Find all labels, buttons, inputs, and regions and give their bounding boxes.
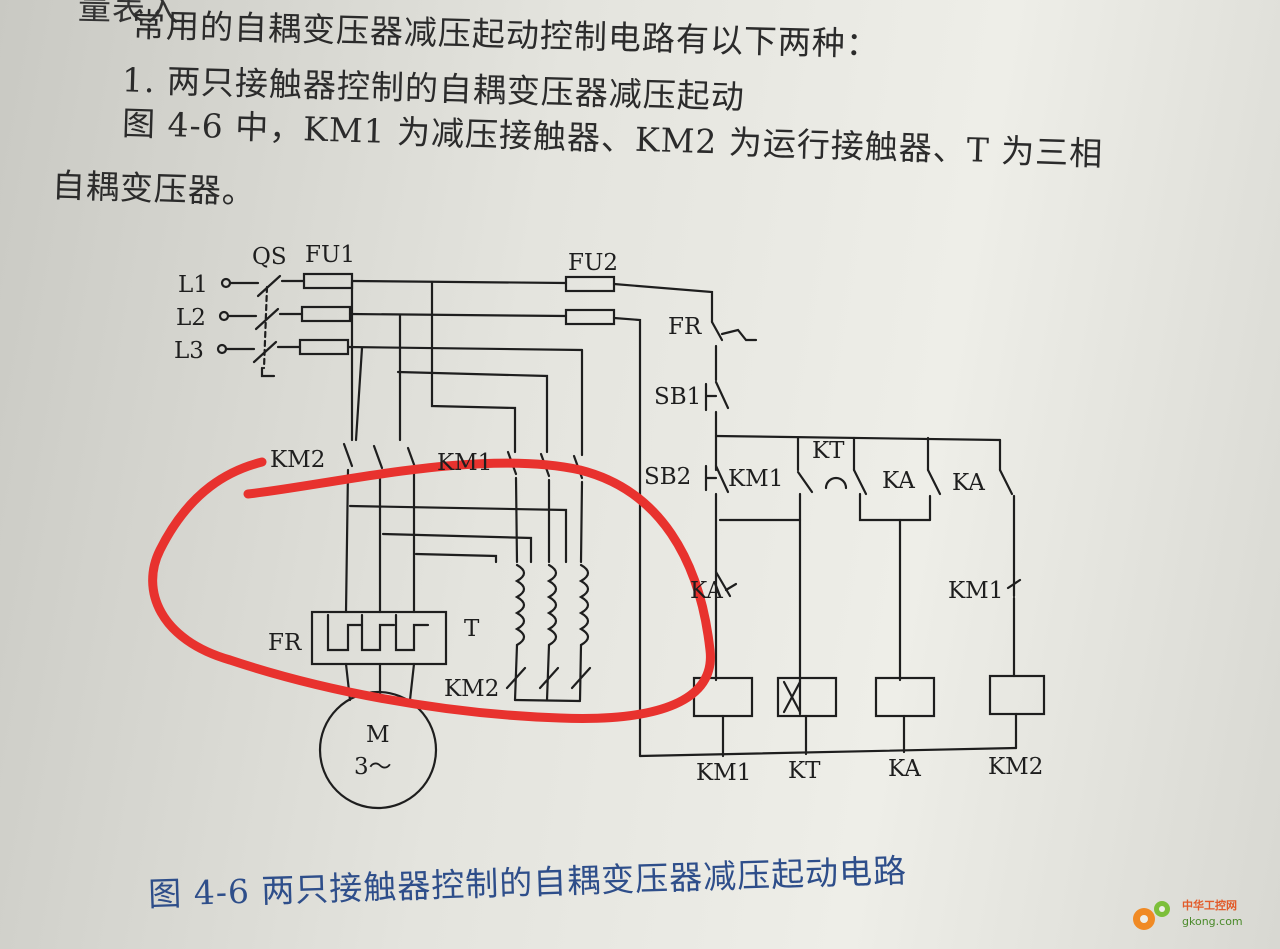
label-coil-ka: KA	[888, 756, 921, 782]
qs-blade-2	[254, 307, 280, 331]
fu1-fuse-3	[298, 338, 350, 356]
label-km2-lower: KM2	[444, 676, 499, 702]
fu2-fuse-2	[564, 308, 616, 326]
label-km2-main: KM2	[270, 447, 325, 473]
watermark-text-cn: 中华工控网	[1182, 899, 1237, 912]
red-circle-annotation	[148, 457, 715, 723]
label-km1-aux: KM1	[728, 466, 783, 492]
label-l2: L2	[176, 305, 206, 331]
label-l1: L1	[178, 272, 208, 298]
coil-km2	[988, 674, 1046, 716]
label-ka-contact-2: KA	[952, 470, 985, 496]
watermark-text-url: gkong.com	[1182, 915, 1243, 928]
label-km1-main: KM1	[437, 450, 492, 476]
terminal-l1	[220, 277, 232, 289]
label-sb2: SB2	[644, 464, 691, 490]
fu2-fuse-1	[564, 275, 616, 293]
transformer-coil-1	[514, 563, 526, 647]
label-fr-relay: FR	[268, 630, 302, 656]
transformer-coil-2	[546, 563, 558, 647]
coil-ka	[874, 676, 936, 718]
label-coil-km1: KM1	[696, 760, 751, 786]
terminal-l2	[218, 310, 230, 322]
transformer-coil-3	[578, 563, 590, 647]
label-ka-nc: KA	[690, 578, 723, 604]
label-fr-control: FR	[668, 314, 702, 340]
label-transformer: T	[464, 616, 480, 642]
fu1-fuse-1	[302, 272, 354, 290]
label-sb1: SB1	[654, 384, 701, 410]
label-fu1: FU1	[305, 242, 355, 268]
qs-blade-1	[256, 274, 282, 298]
terminal-l3	[216, 343, 228, 355]
label-kt-contact: KT	[812, 438, 845, 464]
label-ka-contact-1: KA	[882, 468, 915, 494]
label-l3: L3	[174, 338, 204, 364]
label-coil-km2: KM2	[988, 754, 1043, 780]
motor-circle	[318, 690, 438, 810]
watermark-logo: 中华工控网 gkong.com	[1126, 895, 1266, 937]
label-motor-3phase: 3～	[354, 754, 392, 780]
label-km1-nc: KM1	[948, 578, 1003, 604]
gear-icon	[1133, 901, 1170, 930]
label-coil-kt: KT	[788, 758, 821, 784]
label-motor-m: M	[366, 722, 390, 748]
label-fu2: FU2	[568, 250, 618, 276]
label-qs: QS	[252, 244, 287, 270]
coil-kt	[776, 676, 838, 718]
fu1-fuse-2	[300, 305, 352, 323]
